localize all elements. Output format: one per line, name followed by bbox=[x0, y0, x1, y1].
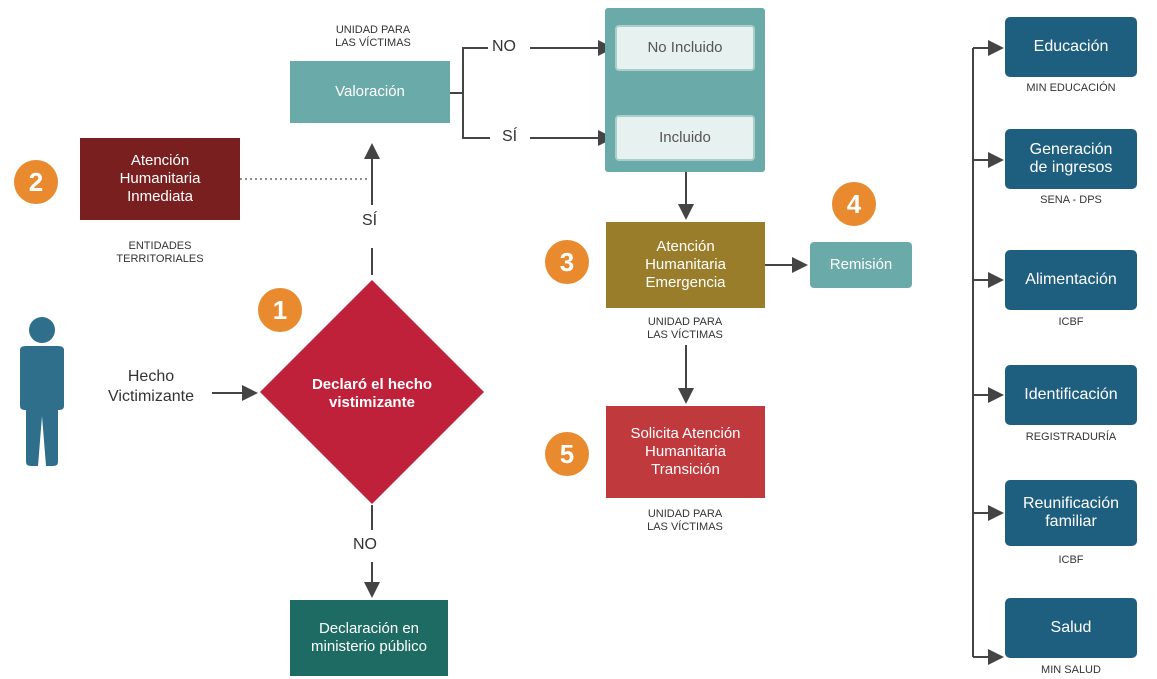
service-name: Salud bbox=[1050, 619, 1092, 636]
service-name: Alimentación bbox=[1025, 271, 1117, 288]
edge-label-no-down: NO bbox=[353, 536, 377, 553]
incluido-box: Incluido bbox=[615, 115, 755, 161]
service-entity: MIN EDUCACIÓN bbox=[1026, 82, 1116, 94]
service-entity: MIN SALUD bbox=[1041, 664, 1101, 676]
declaracion-ministerio-box: Declaración en ministerio público bbox=[290, 600, 448, 676]
service-educacion: Educación bbox=[1005, 17, 1137, 77]
service-alimentacion: Alimentación bbox=[1005, 250, 1137, 310]
declaracion-line: Declaración en bbox=[318, 620, 420, 637]
emergencia-line: Humanitaria bbox=[645, 256, 726, 273]
atencion-inmediata-line: Atención bbox=[130, 152, 190, 169]
step-number-3: 3 bbox=[545, 240, 589, 284]
atencion-inmediata-box: Atención Humanitaria Inmediata bbox=[80, 138, 240, 220]
atencion-inmediata-line: Inmediata bbox=[127, 188, 193, 205]
incluido-label: Incluido bbox=[659, 129, 711, 146]
service-entity: SENA - DPS bbox=[1040, 194, 1102, 206]
service-name: Identificación bbox=[1024, 386, 1118, 403]
transicion-line: Transición bbox=[651, 461, 720, 478]
service-identificacion: Identificación bbox=[1005, 365, 1137, 425]
declaracion-line: ministerio público bbox=[311, 638, 427, 655]
no-incluido-box: No Incluido bbox=[615, 25, 755, 71]
valoracion-label: Valoración bbox=[335, 83, 405, 100]
transicion-line: Solicita Atención bbox=[630, 425, 741, 442]
atencion-emergencia-box: Atención Humanitaria Emergencia bbox=[606, 222, 765, 308]
atencion-inmediata-line: Humanitaria bbox=[119, 170, 201, 187]
person-icon bbox=[12, 316, 72, 466]
emergencia-line: Atención bbox=[656, 238, 715, 255]
edge-label-si-up: SÍ bbox=[362, 212, 378, 229]
transicion-line: Humanitaria bbox=[645, 443, 726, 460]
service-salud: Salud bbox=[1005, 598, 1137, 658]
declaro-diamond bbox=[258, 278, 486, 506]
solicita-transicion-box: Solicita Atención Humanitaria Transición bbox=[606, 406, 765, 498]
service-entity: ICBF bbox=[1058, 554, 1084, 566]
edge-label-no-top: NO bbox=[492, 38, 516, 55]
valoracion-box: Valoración bbox=[290, 61, 450, 123]
edge-label-si-right: SÍ bbox=[502, 128, 518, 145]
remision-box: Remisión bbox=[810, 242, 912, 288]
step-number-4: 4 bbox=[832, 182, 876, 226]
service-name: Educación bbox=[1033, 38, 1109, 55]
no-incluido-label: No Incluido bbox=[647, 39, 723, 56]
step-number-2: 2 bbox=[14, 160, 58, 204]
step-number-1: 1 bbox=[258, 288, 302, 332]
remision-label: Remisión bbox=[829, 256, 893, 273]
step-number-5: 5 bbox=[545, 432, 589, 476]
emergencia-line: Emergencia bbox=[645, 274, 726, 291]
service-entity: ICBF bbox=[1058, 316, 1084, 328]
service-entity: REGISTRADURÍA bbox=[1025, 431, 1117, 443]
